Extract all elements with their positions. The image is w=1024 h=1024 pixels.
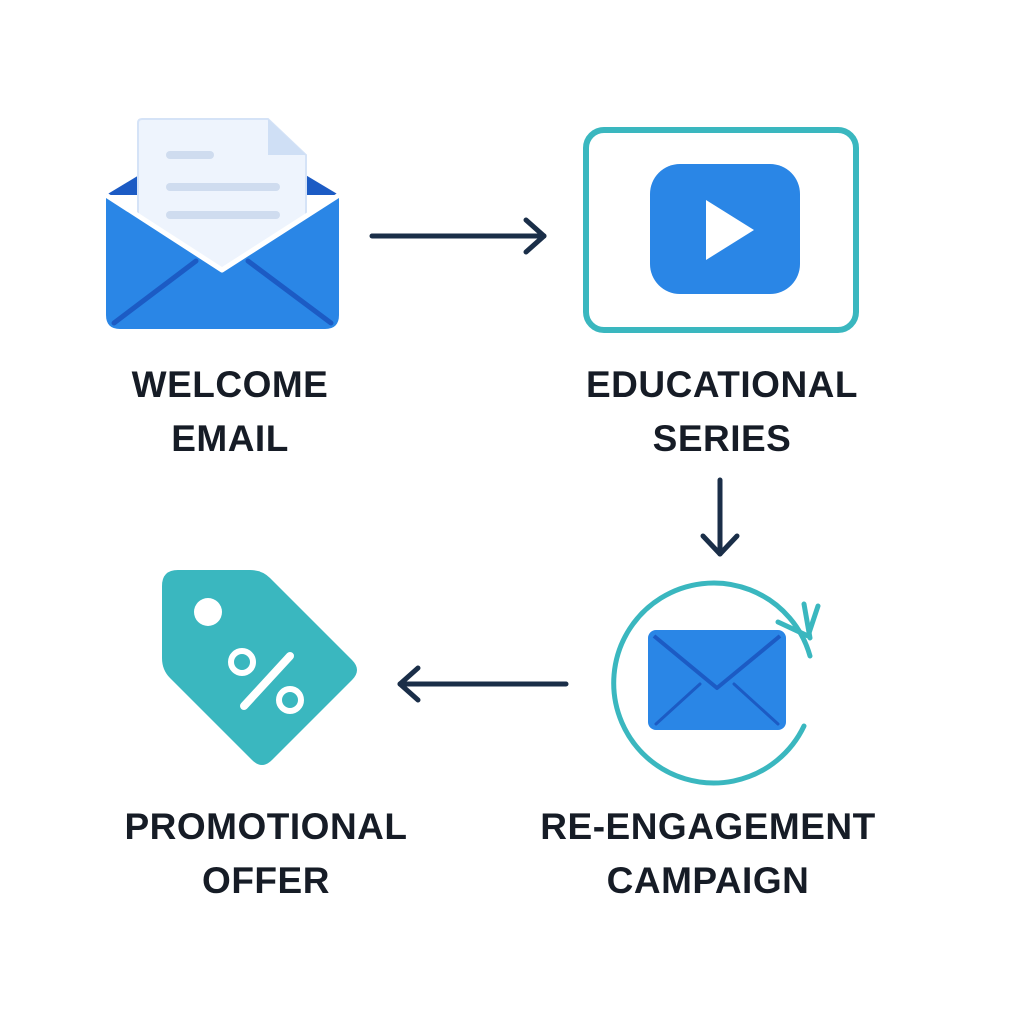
arrow-right-icon: [369, 217, 547, 255]
step-label-re-engagement-campaign: RE-ENGAGEMENT CAMPAIGN: [518, 800, 898, 908]
open-envelope-icon: [104, 118, 341, 329]
step-label-line2: SERIES: [652, 418, 792, 459]
step-label-line1: PROMOTIONAL: [124, 806, 408, 847]
step-label-line2: EMAIL: [171, 418, 289, 459]
step-label-line1: EDUCATIONAL: [585, 364, 858, 405]
step-label-line1: WELCOME: [131, 364, 329, 405]
step-label-line2: OFFER: [202, 860, 330, 901]
step-label-educational-series: EDUCATIONAL SERIES: [532, 358, 912, 466]
step-label-welcome-email: WELCOME EMAIL: [40, 358, 420, 466]
video-play-icon: [583, 127, 859, 333]
step-label-line2: CAMPAIGN: [606, 860, 810, 901]
step-label-promotional-offer: PROMOTIONAL OFFER: [76, 800, 456, 908]
envelope-refresh-icon: [611, 580, 821, 786]
step-label-line1: RE-ENGAGEMENT: [540, 806, 876, 847]
discount-tag-icon: [162, 570, 357, 765]
arrow-down-icon: [700, 477, 740, 557]
arrow-left-icon: [397, 665, 569, 703]
